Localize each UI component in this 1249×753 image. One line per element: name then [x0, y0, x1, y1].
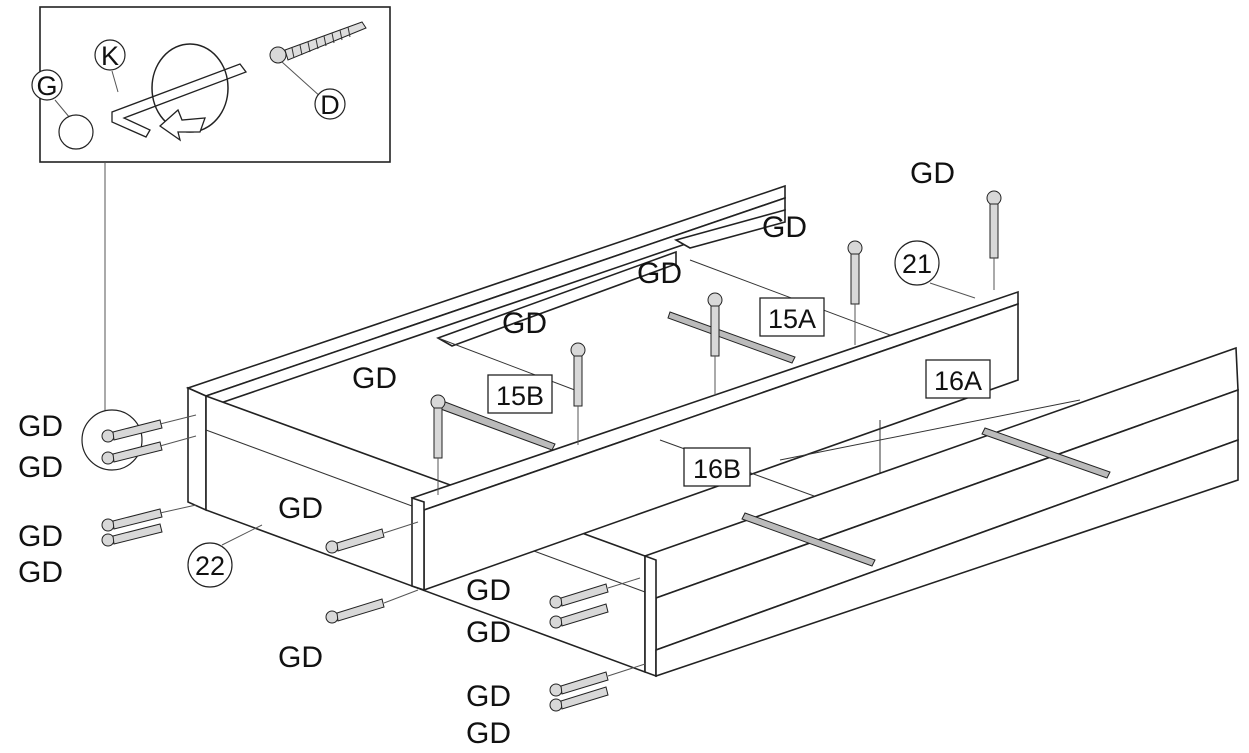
screw-icon [570, 342, 586, 445]
label-g: G [36, 71, 57, 101]
fastener-label: GD [910, 157, 955, 190]
fastener-label: GD [466, 717, 511, 750]
label-16a: 16A [934, 366, 982, 396]
label-21: 21 [902, 249, 932, 279]
screw-icon [101, 504, 197, 532]
fastener-label: GD [18, 410, 63, 443]
horizontal-screws [81, 409, 646, 712]
label-d: D [320, 90, 340, 120]
fastener-labels: GD GD GD GD GD GD GD GD GD GD GD GD GD G… [18, 157, 955, 750]
fastener-label: GD [466, 616, 511, 649]
cam-dowel-icon [58, 114, 94, 150]
screw-icon [847, 240, 863, 345]
screw-icon [549, 663, 646, 697]
fastener-label: GD [466, 680, 511, 713]
fastener-label: GD [278, 492, 323, 525]
fastener-label: GD [762, 211, 807, 244]
fastener-label: GD [637, 257, 682, 290]
label-15b: 15B [496, 381, 544, 411]
fastener-label: GD [502, 307, 547, 340]
vertical-screws [430, 190, 1002, 495]
drawer-frame [185, 184, 1239, 678]
screw-icon [325, 521, 419, 554]
fastener-label: GD [18, 556, 63, 589]
screw-icon [707, 292, 723, 395]
label-22: 22 [195, 551, 225, 581]
screw-icon [325, 589, 419, 624]
screw-icon [549, 577, 641, 609]
fastener-label: GD [18, 451, 63, 484]
fastener-label: GD [466, 574, 511, 607]
drawer-slide-icon [437, 311, 1111, 567]
screw-icon [101, 435, 197, 465]
hex-key-icon [111, 43, 248, 142]
screw-icon [101, 523, 163, 547]
fastener-label: GD [18, 520, 63, 553]
screw-icon [549, 686, 609, 712]
label-15a: 15A [768, 304, 816, 334]
screw-icon [430, 394, 446, 495]
detail-inset: G K D [31, 6, 391, 420]
fastener-label: GD [278, 641, 323, 674]
screw-icon [101, 414, 197, 443]
fastener-label: GD [352, 362, 397, 395]
screw-icon [986, 190, 1002, 290]
part-labels: 15A 15B 16A 16B 21 22 [187, 240, 991, 588]
label-k: K [101, 41, 119, 71]
label-16b: 16B [693, 454, 741, 484]
screw-d-icon [269, 21, 367, 64]
screw-icon [549, 603, 609, 629]
